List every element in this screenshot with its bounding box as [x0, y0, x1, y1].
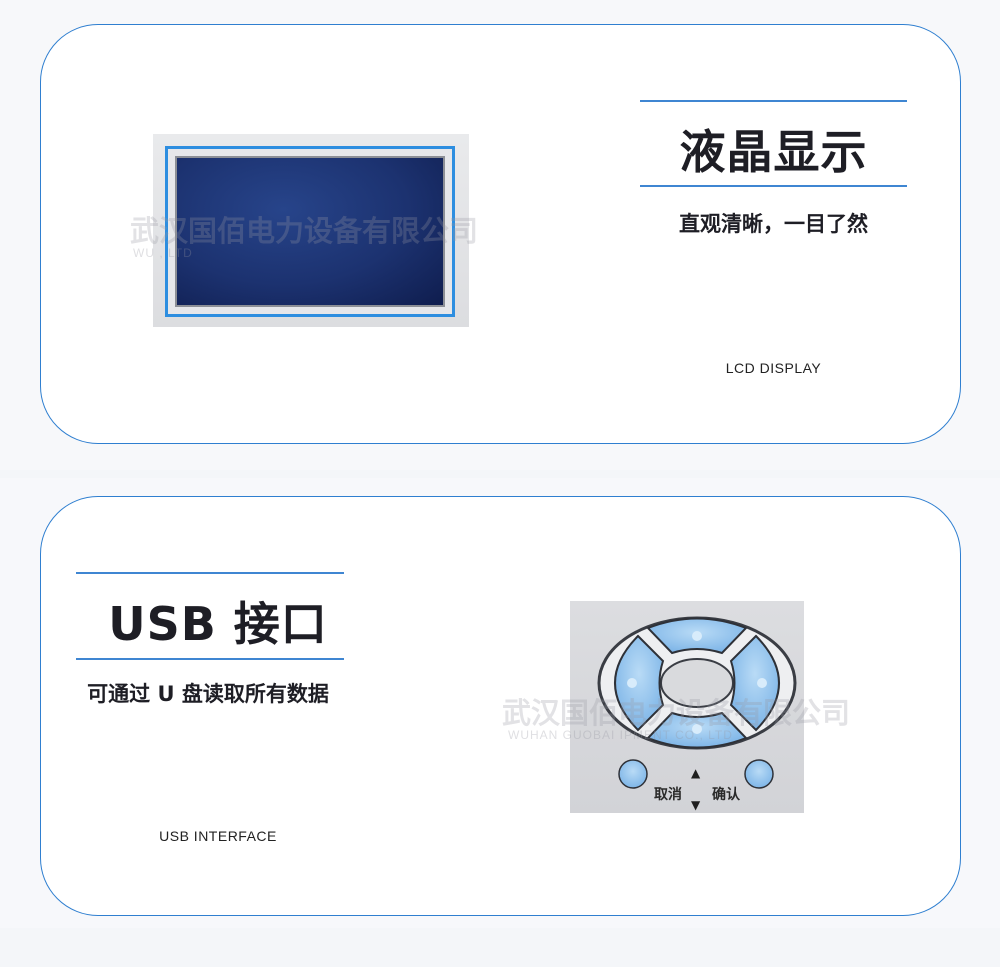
usb-caption: USB INTERFACE	[159, 828, 277, 844]
usb-feature-card	[40, 496, 961, 916]
confirm-key	[744, 759, 774, 789]
left-key	[614, 634, 665, 732]
lcd-panel-photo	[153, 134, 469, 327]
keypad-panel-photo: 取消 确认 ▲ ▼	[570, 601, 804, 813]
usb-title: USB 接口	[108, 597, 328, 651]
lcd-title: 液晶显示	[679, 125, 868, 179]
usb-title-top-rule	[76, 572, 344, 574]
lcd-frame	[165, 146, 455, 317]
usb-title-bottom-rule	[76, 658, 344, 660]
lcd-screen	[175, 156, 445, 307]
lcd-subtitle: 直观清晰，一目了然	[679, 212, 868, 236]
down-arrow-icon: ▼	[691, 798, 701, 812]
lcd-title-bottom-rule	[640, 185, 907, 187]
confirm-key-label: 确认	[712, 787, 740, 803]
lcd-caption: LCD DISPLAY	[725, 360, 822, 376]
cancel-key-label: 取消	[654, 787, 682, 803]
lcd-title-top-rule	[640, 100, 907, 102]
usb-subtitle: 可通过 U 盘读取所有数据	[87, 682, 329, 706]
cancel-key	[618, 759, 648, 789]
up-arrow-icon: ▲	[691, 766, 701, 780]
keypad-graphic	[597, 616, 797, 789]
right-key	[729, 634, 780, 732]
